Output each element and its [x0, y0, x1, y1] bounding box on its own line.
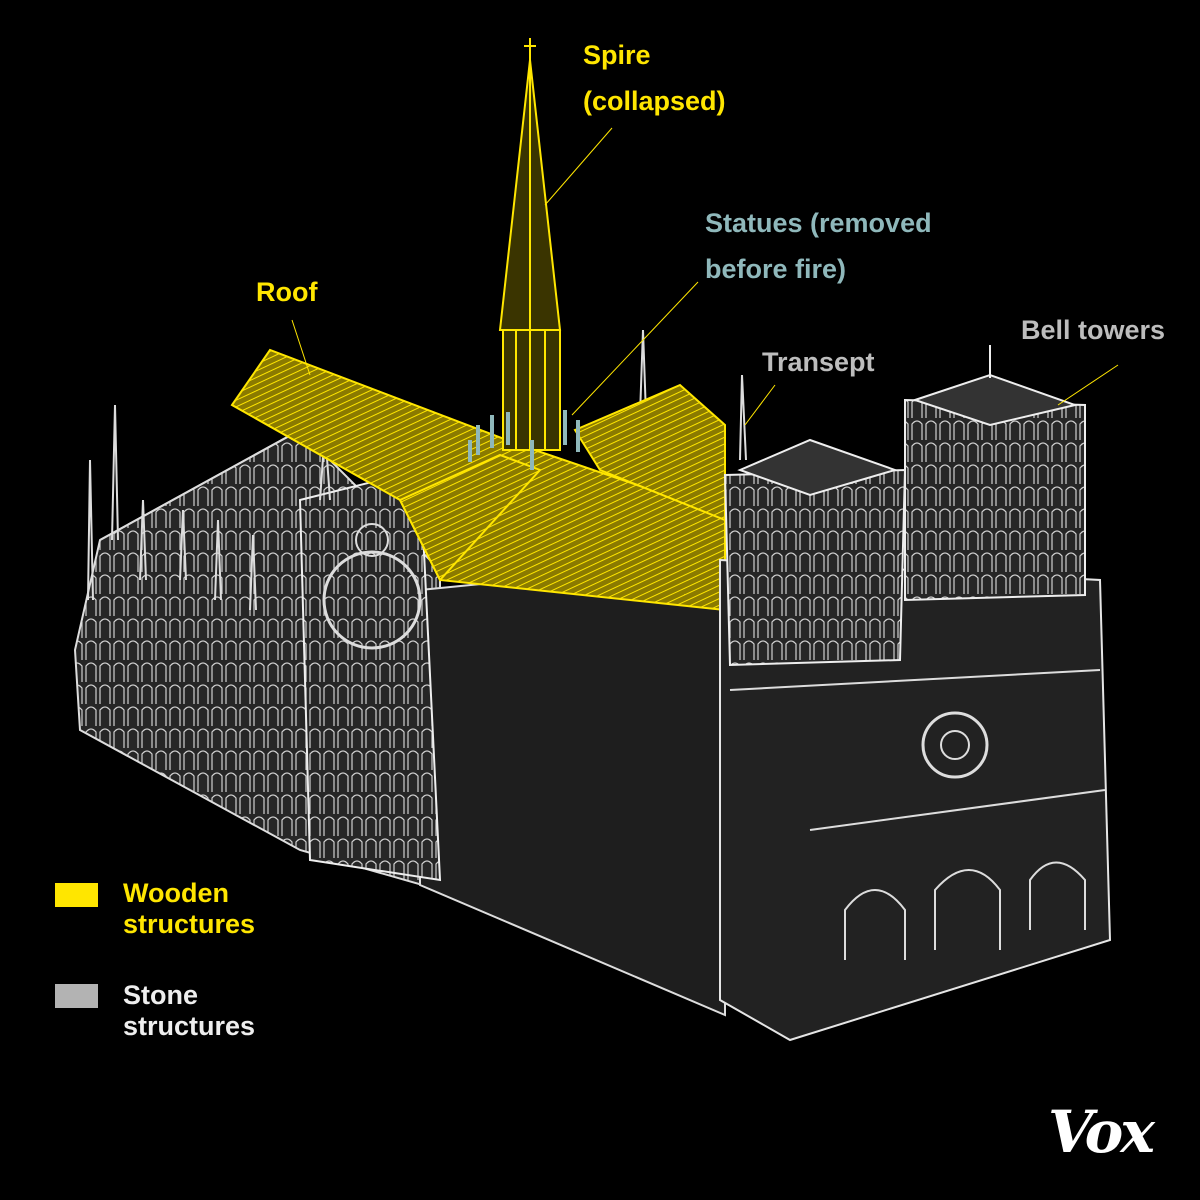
bell-towers-label: Bell towers — [1021, 315, 1166, 345]
roof-leader-line — [291, 319, 311, 376]
legend-swatch-stone — [55, 984, 98, 1008]
legend-stone-line1: Stone — [123, 980, 199, 1010]
legend-stone-line2: structures — [123, 1011, 256, 1041]
spire-leader-line — [544, 127, 613, 206]
legend-swatch-wooden — [55, 883, 98, 907]
vox-logo: Vox — [1048, 1098, 1155, 1166]
legend-label-stone: Stone structures — [123, 980, 255, 1042]
legend-wooden-line1: Wooden — [123, 878, 229, 908]
spire-label: Spire (collapsed) — [583, 32, 726, 124]
spire-label-line1: Spire — [583, 40, 651, 70]
statues-label-line2: before fire) — [705, 254, 847, 284]
transept-label: Transept — [762, 347, 875, 377]
roof-label: Roof — [256, 277, 318, 307]
roof-wood — [230, 348, 726, 612]
statues-label: Statues (removed before fire) — [705, 200, 932, 292]
statues-leader-line — [571, 281, 699, 416]
statues — [468, 410, 580, 470]
spire-wood — [498, 38, 562, 451]
west-facade-stone — [719, 345, 1112, 1042]
legend-wooden-line2: structures — [123, 909, 256, 939]
statues-label-line1: Statues (removed — [705, 208, 932, 238]
spire-label-line2: (collapsed) — [583, 86, 726, 116]
legend-label-wooden: Wooden structures — [123, 878, 255, 940]
leader-lines — [291, 127, 1119, 426]
transept-leader-line — [744, 384, 776, 426]
bell-towers-leader-line — [1057, 364, 1119, 406]
nave-stone — [73, 329, 747, 1017]
